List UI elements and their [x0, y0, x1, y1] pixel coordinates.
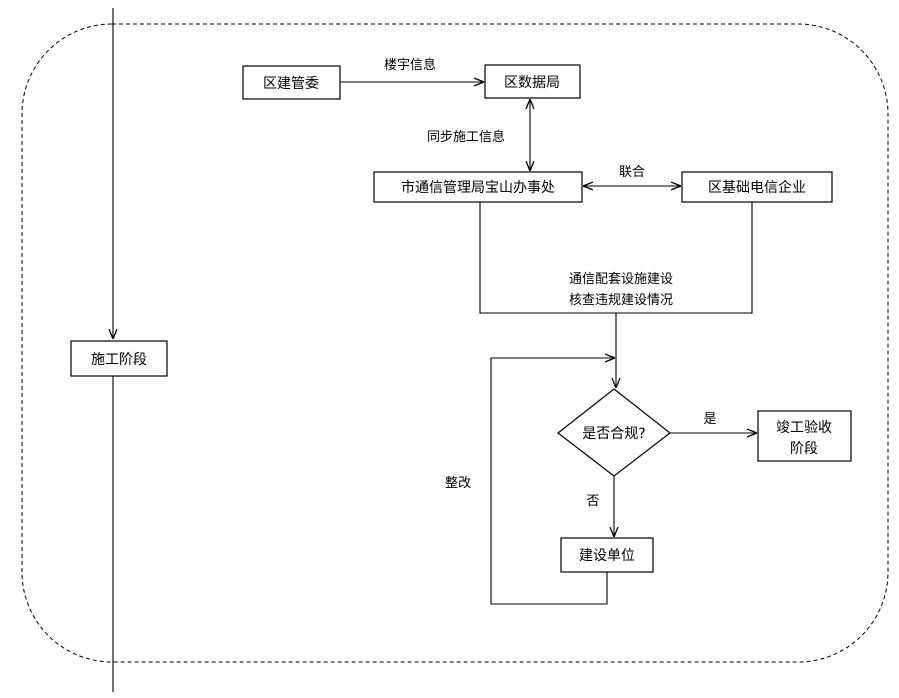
node-completion-stage: 竣工验收 阶段	[757, 410, 852, 462]
node-construction-stage: 施工阶段	[70, 340, 168, 377]
label-sync-info: 同步施工信息	[427, 129, 505, 145]
node-construction-stage-label: 施工阶段	[91, 352, 147, 368]
edge-rectify-loop	[490, 358, 614, 605]
node-comm-admin-office: 市通信管理局宝山办事处	[373, 171, 583, 203]
node-district-data-bureau-label: 区数据局	[504, 75, 560, 91]
label-rectify: 整改	[445, 476, 471, 491]
node-district-construction-label: 区建管委	[263, 76, 319, 92]
dashed-rounded-border	[21, 23, 889, 663]
node-compliance-check: 是否合规?	[557, 388, 671, 477]
label-inspection-2: 核查违规建设情况	[569, 293, 673, 308]
label-yes: 是	[703, 412, 716, 427]
node-district-data-bureau: 区数据局	[484, 64, 581, 99]
node-builder-label: 建设单位	[579, 548, 635, 564]
node-comm-admin-office-label: 市通信管理局宝山办事处	[401, 179, 555, 196]
node-completion-stage-label-1: 竣工验收	[776, 420, 832, 436]
label-inspection-1: 通信配套设施建设	[569, 271, 673, 287]
node-completion-stage-label-2: 阶段	[790, 441, 818, 457]
node-telecom-enterprise-label: 区基础电信企业	[708, 179, 806, 196]
node-builder: 建设单位	[560, 537, 654, 573]
node-district-construction: 区建管委	[242, 65, 341, 100]
node-compliance-check-label: 是否合规?	[582, 426, 645, 442]
label-joint: 联合	[619, 165, 645, 180]
node-telecom-enterprise: 区基础电信企业	[681, 171, 833, 203]
label-building-info: 楼宇信息	[384, 57, 436, 73]
label-no: 否	[586, 494, 599, 509]
